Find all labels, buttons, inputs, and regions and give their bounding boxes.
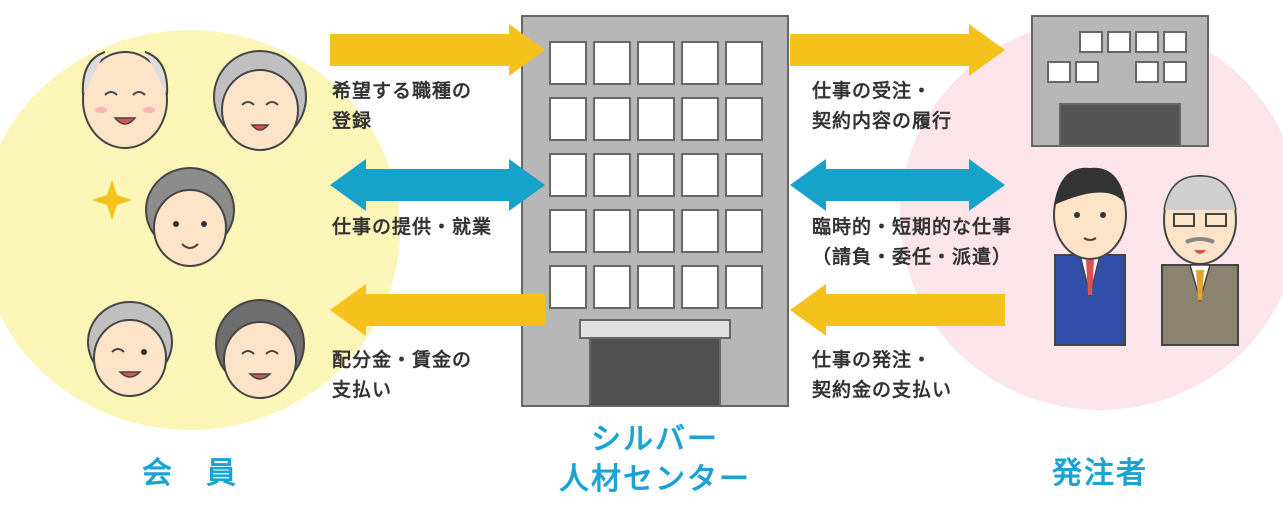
building-window (593, 265, 631, 309)
member-face-1 (81, 51, 169, 149)
flow-label-registration: 希望する職種の 登録 (332, 80, 473, 132)
building-window (681, 41, 719, 85)
silver-center-building (521, 15, 789, 407)
building-window (637, 153, 675, 197)
building-window (681, 153, 719, 197)
right-flow-arrow-2 (790, 159, 1005, 211)
building-window (549, 41, 587, 85)
flow-label-work-provision: 仕事の提供・就業 (332, 216, 493, 238)
building-window (725, 41, 763, 85)
building-window (549, 97, 587, 141)
building-window (549, 209, 587, 253)
member-face-5 (215, 299, 305, 399)
sparkle-icon (92, 180, 132, 220)
building-window (593, 41, 631, 85)
flow-label-payment-to-members: 配分金・賃金の 支払い (332, 349, 473, 401)
building-window (681, 209, 719, 253)
client-illustration (1053, 167, 1239, 346)
center-caption: シルバー 人材センター (559, 422, 751, 497)
member-face-3 (145, 167, 235, 267)
flow-label-order-payment: 仕事の発注・ 契約金の支払い (812, 349, 953, 401)
flow-label-order-receipt: 仕事の受注・ 契約内容の履行 (812, 80, 953, 132)
building-window (593, 153, 631, 197)
member-face-4 (87, 301, 173, 397)
building-window (681, 97, 719, 141)
building-window (725, 265, 763, 309)
client-young-man (1053, 167, 1127, 346)
member-face-2 (213, 50, 307, 151)
client-elderly-man (1161, 175, 1239, 346)
building-window (725, 153, 763, 197)
building-window (725, 209, 763, 253)
left-flow-arrow-1 (330, 24, 545, 76)
members-illustration (81, 50, 307, 399)
members-caption: 会 員 (142, 456, 238, 491)
building-window (637, 209, 675, 253)
building-window (593, 209, 631, 253)
building-window (637, 265, 675, 309)
flow-label-temporary-work: 臨時的・短期的な仕事 （請負・委任・派遣） (812, 216, 1013, 268)
left-flow-arrow-2 (330, 159, 545, 211)
building-window (549, 153, 587, 197)
client-building (1031, 15, 1209, 147)
building-window (637, 97, 675, 141)
right-flow-arrow-1 (790, 24, 1005, 76)
right-flow-arrow-3 (790, 284, 1005, 336)
client-caption: 発注者 (1052, 456, 1148, 491)
building-window (549, 265, 587, 309)
building-window (637, 41, 675, 85)
left-flow-arrow-3 (330, 284, 545, 336)
building-window (593, 97, 631, 141)
building-window (725, 97, 763, 141)
building-window (681, 265, 719, 309)
